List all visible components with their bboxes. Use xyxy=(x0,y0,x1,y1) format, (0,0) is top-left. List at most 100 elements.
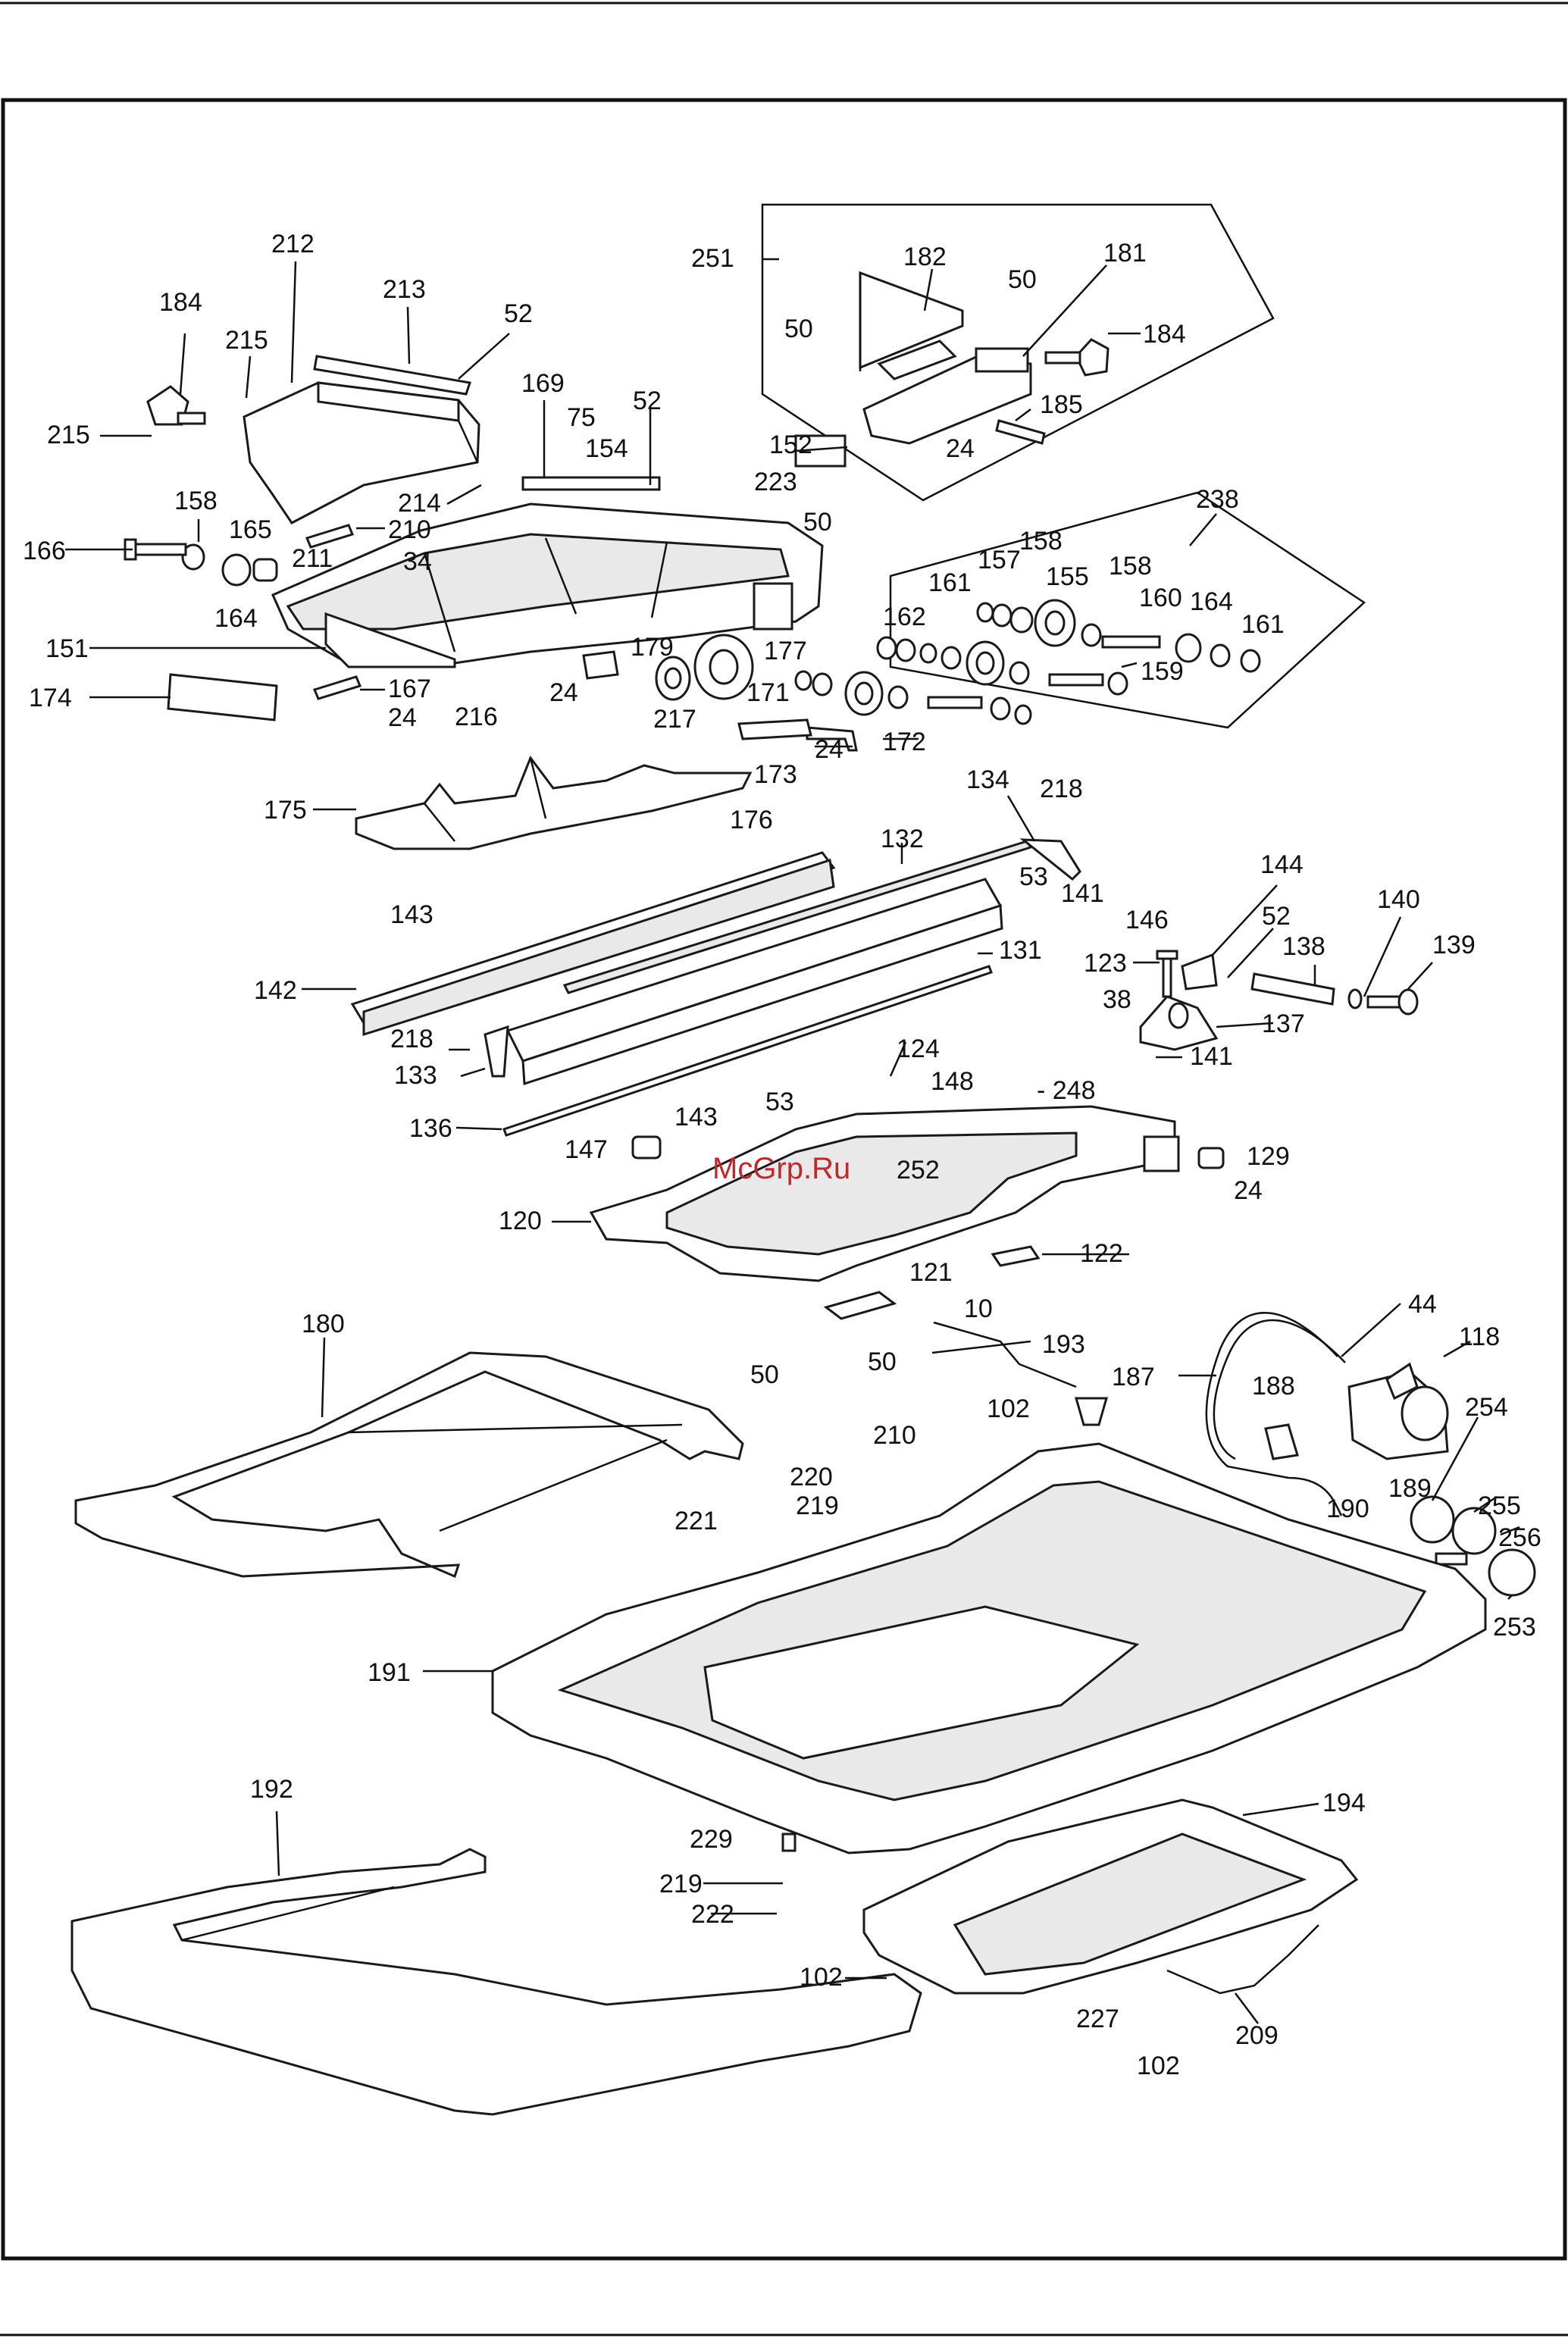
callout-185: 185 xyxy=(1040,390,1083,419)
callout-191: 191 xyxy=(368,1658,411,1687)
callout-167: 167 xyxy=(388,674,431,703)
callout-102: 102 xyxy=(987,1394,1030,1423)
callout-147: 147 xyxy=(565,1135,608,1164)
callout-146: 146 xyxy=(1125,906,1169,934)
callout-24: 24 xyxy=(815,735,843,764)
callout-154: 154 xyxy=(585,434,628,463)
callout-140: 140 xyxy=(1377,885,1420,914)
extension-plate-174 xyxy=(167,673,278,721)
rod-185 xyxy=(995,419,1046,445)
fence-base-181 xyxy=(862,347,1032,445)
foot-147 xyxy=(631,1135,662,1160)
frame-192 xyxy=(70,1848,922,2116)
bushing-164 xyxy=(221,553,252,587)
disc-254 xyxy=(1410,1495,1455,1544)
callout-120: 120 xyxy=(499,1207,542,1235)
callout-179: 179 xyxy=(631,633,674,662)
blade-guard-212 xyxy=(243,381,480,524)
callout-24: 24 xyxy=(388,703,417,732)
rip-fence-182 xyxy=(859,271,964,380)
callout-50: 50 xyxy=(1008,265,1037,294)
tray-175 xyxy=(355,755,753,850)
callout-221: 221 xyxy=(674,1507,718,1535)
bearing-217 xyxy=(655,656,691,701)
shaft-138 xyxy=(1250,972,1419,1016)
rail-131 xyxy=(505,878,1003,1086)
callout-192: 192 xyxy=(250,1775,293,1804)
callout-188: 188 xyxy=(1252,1372,1295,1401)
callout-157: 157 xyxy=(978,546,1021,574)
hose-187 xyxy=(1205,1312,1346,1516)
callout-131: 131 xyxy=(999,936,1042,965)
callout-218: 218 xyxy=(390,1025,433,1053)
grate-194 xyxy=(862,1798,1359,1995)
callout-165: 165 xyxy=(229,515,272,544)
callout-214: 214 xyxy=(398,489,441,518)
label-152 xyxy=(794,434,847,468)
bracket-209 xyxy=(1166,1924,1319,1995)
bearing-row-lower xyxy=(794,636,1128,725)
callout-143: 143 xyxy=(390,900,433,929)
callout-50: 50 xyxy=(803,508,832,537)
callout-227: 227 xyxy=(1076,2005,1119,2033)
callout-215: 215 xyxy=(225,326,268,355)
callout-143: 143 xyxy=(674,1103,718,1131)
callout-255: 255 xyxy=(1478,1491,1521,1520)
bracket-134 xyxy=(1019,838,1081,881)
callout-24: 24 xyxy=(946,434,975,463)
callout-labels: 212 213 184 215 215 52 169 75 154 52 214… xyxy=(23,230,1541,2080)
callout-52: 52 xyxy=(504,299,533,328)
callout-102: 102 xyxy=(1137,2052,1180,2080)
callout-223: 223 xyxy=(754,468,797,496)
callout-184: 184 xyxy=(159,288,202,317)
handle-172 xyxy=(806,726,858,752)
callout-162: 162 xyxy=(883,602,926,631)
callout-151: 151 xyxy=(45,634,89,663)
impeller-255 xyxy=(1435,1507,1497,1566)
bearing-158 xyxy=(181,543,205,571)
bracket-133 xyxy=(484,1025,509,1078)
callout-211: 211 xyxy=(292,544,333,573)
plate-121 xyxy=(823,1291,897,1320)
callout-229: 229 xyxy=(690,1825,733,1854)
callout-219: 219 xyxy=(659,1870,703,1898)
frame-180 xyxy=(74,1351,744,1579)
bolt-123 xyxy=(1156,950,1178,998)
callout-181: 181 xyxy=(1103,239,1147,268)
callout-144: 144 xyxy=(1260,850,1304,879)
callout-194: 194 xyxy=(1322,1789,1366,1817)
guard-plate-213 xyxy=(313,355,471,396)
water-tray-191 xyxy=(491,1442,1487,1854)
callout-53: 53 xyxy=(1019,862,1048,891)
callout-52: 52 xyxy=(1262,902,1291,931)
callout-121: 121 xyxy=(909,1258,953,1287)
knob-184-fence xyxy=(1044,338,1109,377)
page-frame xyxy=(1,98,1567,2261)
table-151 xyxy=(271,476,824,668)
callout-159: 159 xyxy=(1141,657,1184,686)
callout-139: 139 xyxy=(1432,931,1476,959)
spring-229 xyxy=(781,1833,797,1852)
rod-193 xyxy=(933,1321,1108,1426)
callout-34: 34 xyxy=(403,547,432,576)
callout-50: 50 xyxy=(750,1360,779,1389)
callout-248: - 248 xyxy=(1037,1076,1096,1105)
callout-215: 215 xyxy=(47,421,90,449)
callout-24: 24 xyxy=(1234,1176,1263,1205)
pump-189 xyxy=(1347,1362,1449,1460)
callout-190: 190 xyxy=(1326,1495,1369,1523)
latch-171 xyxy=(737,718,812,740)
callout-175: 175 xyxy=(264,796,307,825)
callout-174: 174 xyxy=(29,684,72,712)
callout-160: 160 xyxy=(1139,584,1182,612)
callout-53: 53 xyxy=(765,1088,794,1116)
callout-24: 24 xyxy=(549,678,578,707)
callout-148: 148 xyxy=(931,1067,974,1096)
callout-210: 210 xyxy=(873,1421,916,1450)
callout-118: 118 xyxy=(1459,1322,1500,1351)
rod-136 xyxy=(502,965,993,1137)
bolt-166 xyxy=(124,538,187,561)
callout-38: 38 xyxy=(1103,985,1131,1014)
callout-222: 222 xyxy=(691,1900,734,1929)
callout-10: 10 xyxy=(964,1294,993,1323)
